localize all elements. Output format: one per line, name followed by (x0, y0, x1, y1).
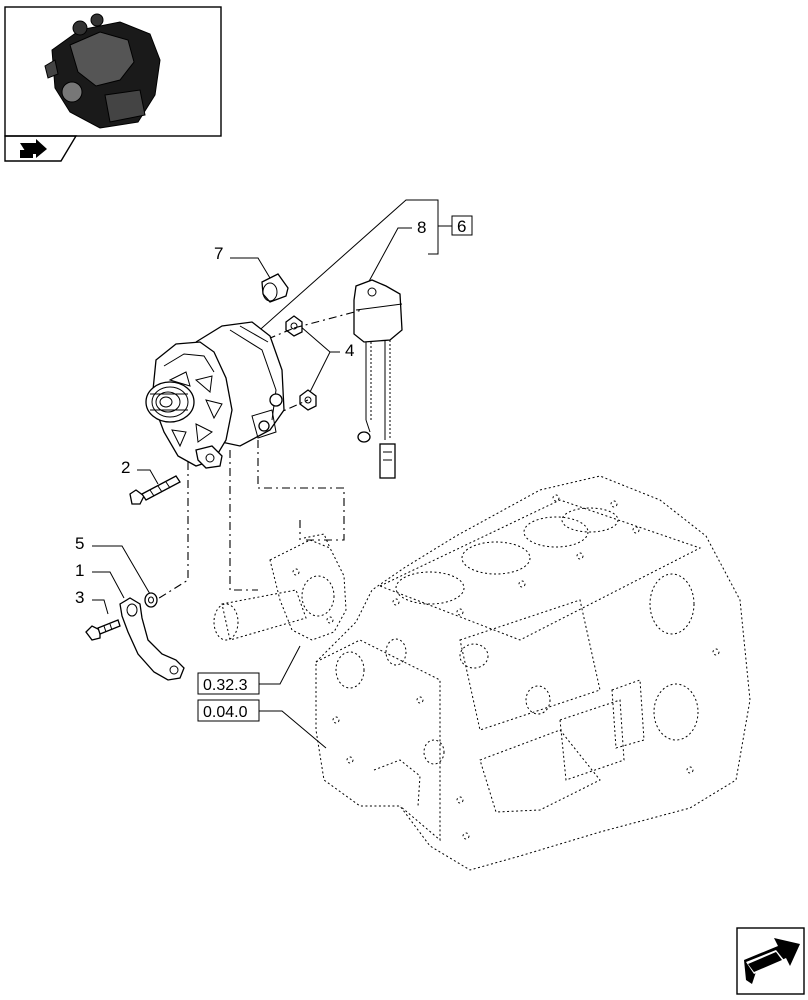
thermostat-housing-outline (213, 533, 347, 641)
thumbnail-nav-tab[interactable] (4, 135, 78, 162)
part-5-washer (144, 592, 158, 608)
part-2-bolt (129, 475, 181, 505)
next-page-arrow-icon (744, 938, 800, 984)
alternator (145, 321, 285, 469)
leader-3 (92, 599, 109, 615)
svg-text:0.04.0: 0.04.0 (203, 704, 248, 721)
callout-3: 3 (75, 588, 84, 607)
engine-block-outline (315, 475, 751, 871)
svg-text:4: 4 (345, 341, 354, 360)
leader-6 (253, 199, 428, 336)
part-8-suppressor (353, 279, 403, 479)
svg-text:5: 5 (75, 534, 84, 553)
part-3-bolt (85, 619, 121, 641)
svg-text:2: 2 (121, 458, 130, 477)
leader-ref-2 (259, 710, 327, 749)
leader-4b (309, 351, 331, 393)
leader-4a (299, 325, 340, 353)
svg-text:3: 3 (75, 588, 84, 607)
thumbnail-panel[interactable] (4, 6, 222, 137)
next-page-arrow-icon (20, 139, 47, 158)
reference-0-32-3[interactable]: 0.32.3 (197, 672, 260, 695)
svg-text:7: 7 (214, 244, 223, 263)
callout-5: 5 (75, 534, 84, 553)
callout-2: 2 (121, 458, 130, 477)
part-1-bracket (119, 597, 185, 681)
leader-8 (366, 227, 412, 286)
svg-text:1: 1 (75, 561, 84, 580)
leader-ref-1 (259, 645, 301, 685)
svg-text:6: 6 (457, 217, 466, 236)
part-4-nut-upper (285, 315, 303, 337)
callout-7: 7 (214, 244, 223, 263)
group-bracket (428, 199, 439, 255)
next-page-nav-button[interactable] (736, 927, 805, 995)
leader-7 (230, 257, 271, 279)
leader-2 (137, 469, 159, 485)
callout-8: 8 (417, 218, 426, 237)
callout-1: 1 (75, 561, 84, 580)
svg-text:0.32.3: 0.32.3 (203, 677, 248, 694)
callout-4: 4 (345, 341, 354, 360)
leader-5 (92, 545, 151, 595)
engine-thumbnail-icon (44, 13, 161, 129)
part-7-cap (261, 273, 289, 303)
reference-0-04-0[interactable]: 0.04.0 (197, 699, 260, 722)
leader-1 (92, 571, 125, 599)
svg-text:8: 8 (417, 218, 426, 237)
callout-6: 6 (451, 215, 473, 236)
